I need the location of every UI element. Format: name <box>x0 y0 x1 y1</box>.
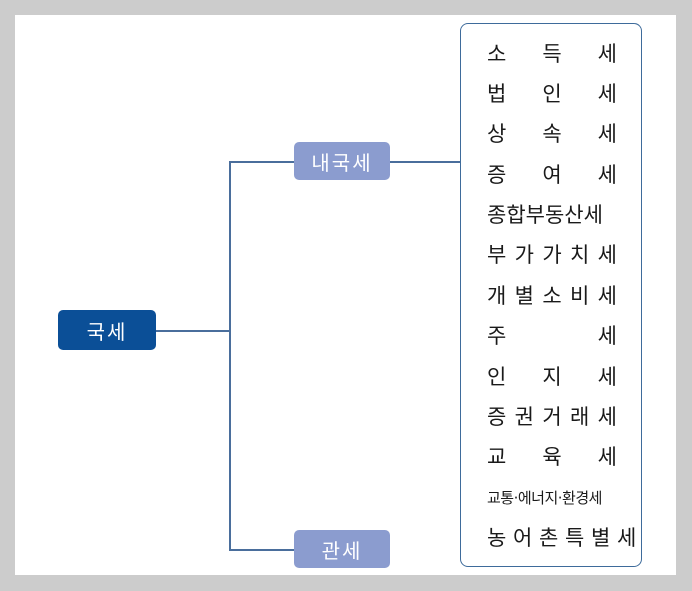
connector-root-to-trunk <box>156 330 230 332</box>
tax-item: 부 가 가 치 세 <box>487 243 617 267</box>
connector-domestic-to-list <box>390 161 461 163</box>
node-domestic-tax: 내국세 <box>294 142 390 180</box>
tax-item: 주 세 <box>487 324 617 348</box>
tax-item: 종합부동산세 <box>487 203 603 227</box>
tax-item: 상 속 세 <box>487 122 617 146</box>
node-domestic-tax-label: 내국세 <box>311 150 373 175</box>
tax-item: 소 득 세 <box>487 42 617 66</box>
tax-item: 증 여 세 <box>487 163 617 187</box>
node-customs-duty: 관세 <box>294 530 390 568</box>
domestic-tax-list: 소 득 세 법 인 세 상 속 세 증 여 세 종합부동산세 부 가 가 치 세… <box>460 23 642 567</box>
connector-trunk-vertical <box>229 161 231 550</box>
connector-trunk-to-domestic <box>229 161 295 163</box>
tax-item: 교통·에너지·환경세 <box>487 489 602 507</box>
connector-trunk-to-customs <box>229 549 295 551</box>
tax-item: 인 지 세 <box>487 365 617 389</box>
tax-item: 법 인 세 <box>487 82 617 106</box>
node-national-tax: 국세 <box>58 310 156 350</box>
tax-item: 개 별 소 비 세 <box>487 284 617 308</box>
node-customs-duty-label: 관세 <box>321 538 363 563</box>
node-national-tax-label: 국세 <box>86 319 128 344</box>
tax-item: 증 권 거 래 세 <box>487 405 617 429</box>
tax-item: 교 육 세 <box>487 445 617 469</box>
tax-item: 농 어 촌 특 별 세 <box>487 526 637 550</box>
